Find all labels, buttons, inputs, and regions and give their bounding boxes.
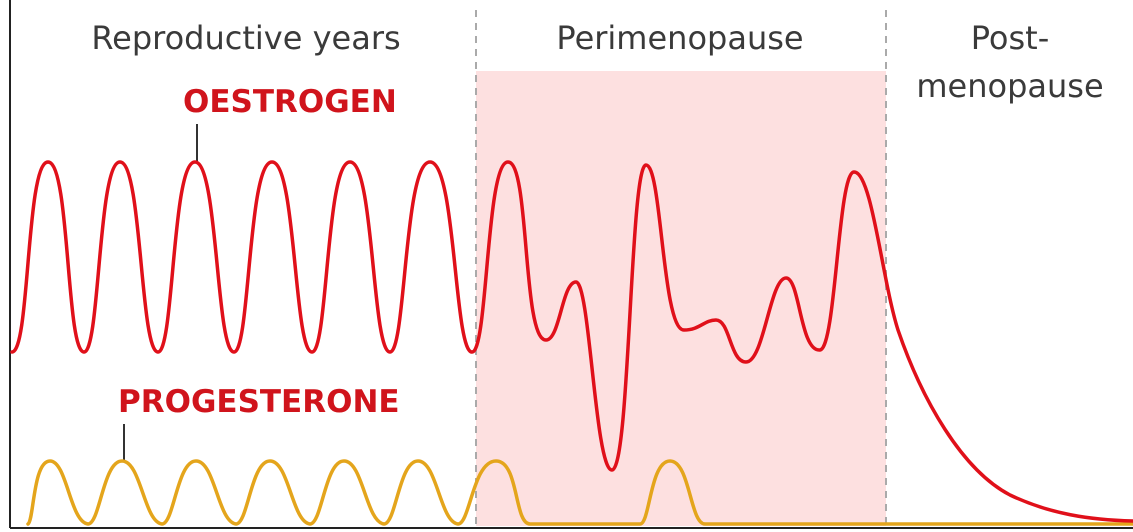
progesterone-label: PROGESTERONE bbox=[118, 384, 400, 420]
perimenopause-band bbox=[476, 71, 886, 526]
oestrogen-curve bbox=[10, 160, 1133, 523]
phase-label-postmenopause-line2: menopause bbox=[916, 67, 1103, 105]
phase-label-postmenopause-line1: Post- bbox=[971, 19, 1050, 57]
progesterone-curve bbox=[26, 459, 1133, 526]
oestrogen-label: OESTROGEN bbox=[183, 84, 397, 120]
phase-label-perimenopause: Perimenopause bbox=[556, 19, 803, 57]
phase-label-reproductive: Reproductive years bbox=[91, 19, 400, 57]
